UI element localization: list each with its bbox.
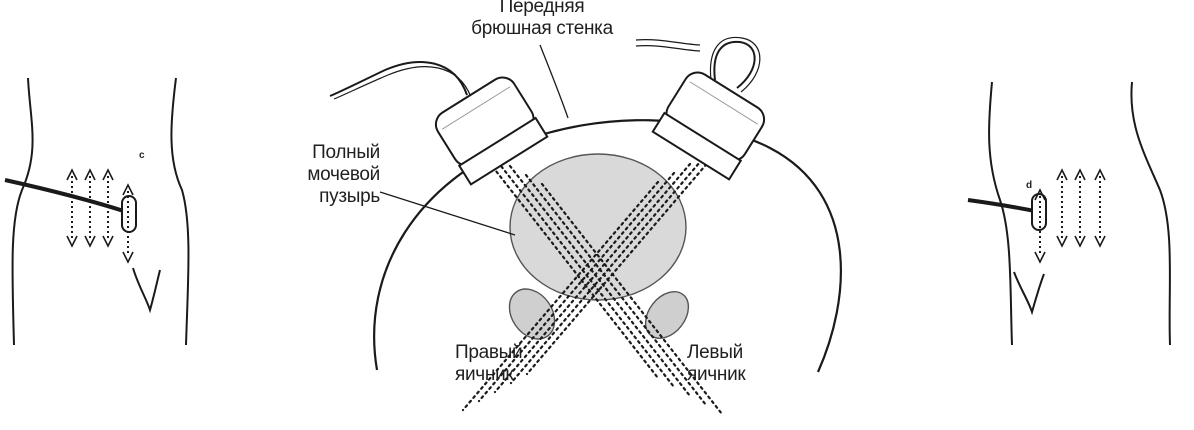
left-scan-arrow-up-arrowhead	[102, 168, 114, 181]
label-abdominal-wall-line1: Передняя	[499, 0, 585, 17]
right-scan-arrow-down-arrowhead	[1094, 235, 1106, 248]
label-right-ovary: Правый яичник	[455, 342, 565, 386]
right-scan-arrow-up-arrowhead	[1094, 168, 1106, 181]
beam-line-from-right-probe	[525, 144, 724, 376]
ultrasound-beams	[461, 144, 724, 416]
label-abdominal-wall: Передняя брюшная стенка	[452, 0, 632, 40]
right-scan-arrow-up-arrowhead	[1074, 168, 1086, 181]
right-scan-arrow-up-arrowhead	[1056, 168, 1068, 181]
bladder-shape	[509, 153, 687, 301]
beam-line-from-right-probe	[477, 171, 676, 403]
left-scan-arrow-down-arrowhead	[122, 251, 134, 264]
left-ovary-shape	[644, 291, 690, 339]
left-probe-cable-center-inner	[333, 66, 472, 100]
left-torso-outline-left	[11, 77, 34, 346]
label-bladder: Полный мочевой пузырь	[270, 142, 380, 208]
label-right-ovary-line2: яичник	[455, 364, 514, 385]
right-scan-arrow-down-arrowhead	[1034, 251, 1046, 264]
right-probe	[651, 71, 766, 181]
left-torso-outline-right	[170, 77, 190, 346]
label-left-ovary: Левый яичник	[687, 342, 797, 386]
right-scan-arrow-down-arrowhead	[1056, 235, 1068, 248]
left-scan-arrow-down-arrowhead	[66, 235, 78, 248]
right-scan-arrow-up-arrowhead	[1034, 188, 1046, 201]
right-torso-figure	[967, 81, 1171, 346]
left-scan-arrow-down-arrowhead	[102, 235, 114, 248]
left-scan-arrow-up-arrowhead	[66, 168, 78, 181]
right-torso-crease	[1013, 271, 1045, 316]
beam-line-from-right-probe	[509, 153, 708, 385]
right-scan-arrow-down-arrowhead	[1074, 235, 1086, 248]
label-abdominal-wall-line2: брюшная стенка	[471, 18, 613, 39]
leader-abdominal-wall-tail	[635, 38, 701, 46]
right-ovary-shape	[508, 288, 556, 340]
right-probe-cable-center-inner	[709, 36, 761, 93]
beam-line-from-left-probe	[524, 173, 708, 407]
label-left-ovary-line1: Левый	[687, 342, 743, 363]
left-scan-arrow-up-arrowhead	[84, 168, 96, 181]
abdominal-outline	[373, 119, 842, 373]
beam-line-from-right-probe	[493, 162, 692, 394]
right-scan-arrows	[1034, 168, 1106, 264]
left-scan-arrows	[66, 168, 134, 264]
beam-line-from-left-probe	[540, 182, 724, 416]
right-figure-mark: d	[1026, 180, 1033, 191]
right-torso-outline-left	[988, 81, 1013, 346]
left-scan-arrow-up-arrowhead	[122, 183, 134, 196]
leader-bladder	[379, 191, 516, 236]
left-figure-mark: c	[139, 150, 145, 161]
right-probe-cable	[967, 198, 1041, 214]
right-probe-cable-center	[713, 40, 756, 89]
label-right-ovary-line1: Правый	[455, 342, 523, 363]
leader-abdominal-wall	[539, 44, 569, 119]
left-probe-cable	[4, 178, 131, 215]
left-probe	[434, 76, 549, 186]
left-torso-crease	[132, 267, 161, 314]
leader-abdominal-wall-tail2	[635, 44, 701, 52]
label-bladder-line3: пузырь	[319, 186, 380, 207]
beam-line-from-left-probe	[508, 164, 692, 398]
left-scan-arrow-down-arrowhead	[84, 235, 96, 248]
beam-line-from-left-probe	[476, 146, 660, 380]
left-torso-figure	[4, 77, 190, 346]
beam-line-from-left-probe	[492, 155, 676, 389]
right-torso-outline-right	[1130, 81, 1171, 346]
left-probe-cable-center	[329, 61, 468, 97]
label-bladder-line1: Полный	[312, 142, 380, 163]
label-bladder-line2: мочевой	[307, 164, 380, 185]
beam-line-from-right-probe	[461, 180, 660, 412]
label-left-ovary-line2: яичник	[687, 364, 746, 385]
